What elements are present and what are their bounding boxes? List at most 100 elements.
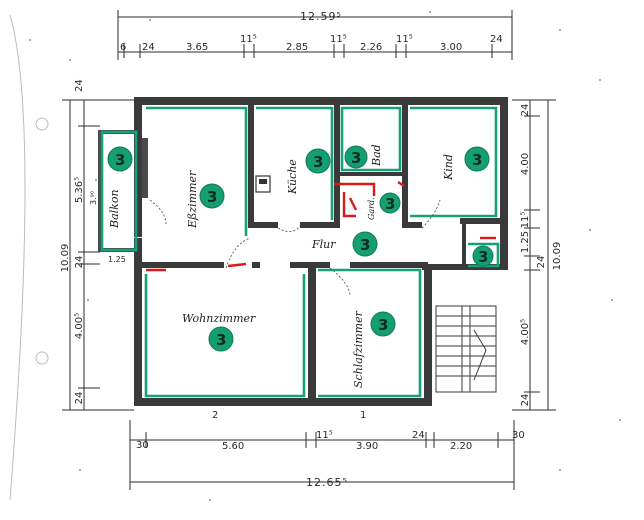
room-label-schlafzimmer: Schlafzimmer [352,310,365,388]
wall-kueche-bottom-left [248,222,278,228]
dim-left-2: 5.36⁵ [74,177,85,203]
dim-top-seg-1: 6 [120,42,126,53]
room-labels: Balkon Eßzimmer Küche Bad Kind Gard. Flu… [108,144,455,388]
dim-top-total: 12.59⁵ [300,10,342,23]
dim-right-3: 11⁵ [520,212,531,229]
red-mark-wohn-mid [227,262,247,268]
dim-bottom-marker-2: 2 [212,410,218,421]
red-mark-bath-2 [342,192,356,218]
room-label-garderobe: Gard. [367,197,376,220]
wall-east-upper [500,97,508,269]
room-label-bad: Bad [370,144,383,167]
badge-balkon: 3 [107,146,133,172]
door-schlafzimmer [329,267,351,297]
outline-esszimmer [146,106,248,236]
door-kind [421,199,441,229]
dim-left-1: 24 [74,79,85,92]
badge-flur: 3 [352,231,378,257]
dim-right-4: 1.25 [520,231,531,253]
dim-top-seg-6: 11⁵ [330,34,347,45]
badge-bad-label: 3 [351,149,361,167]
room-label-wohnzimmer: Wohnzimmer [182,312,256,325]
bottom-dimensions: 2 1 30 5.60 11⁵ 3.90 24 2.20 30 12.65⁵ [129,410,525,490]
red-mark-bath-1 [334,182,376,196]
badge-kind: 3 [464,146,490,172]
wall-north [134,97,508,105]
door-kueche [277,225,301,232]
door-wohnzimmer [225,237,251,269]
wall-wohn-top-mid [252,262,260,268]
dim-right-5: 24 [536,256,547,269]
red-mark-kind [397,181,405,187]
badge-esszimmer-label: 3 [207,188,217,206]
binder-holes [9,14,49,501]
wall-west-upper [134,97,142,237]
binder-hole-top [35,117,49,131]
dim-top-seg-4: 11⁵ [240,34,257,45]
badge-flur-label: 3 [360,236,370,254]
dim-bottom-seg-5: 24 [412,430,425,441]
dim-left-6: 4.00⁵ [74,313,85,339]
wall-ess-kueche [248,105,254,225]
badge-kueche-label: 3 [313,153,323,171]
outline-schlafzimmer [318,268,422,398]
dim-left-3: 3.⁹⁰ [89,191,98,205]
dim-top-seg-10: 24 [490,34,503,45]
dim-top-seg-2: 24 [142,42,155,53]
wall-west-lower [134,238,142,406]
room-label-kind: Kind [442,154,455,181]
wall-balcony-west [98,130,102,252]
dim-left-total: 10.09 [60,244,71,273]
green-outlines [100,106,500,398]
dim-bottom-seg-1: 30 [136,440,149,451]
room-label-balkon: Balkon [108,189,121,229]
wall-wohn-schlaf [308,262,316,402]
wall-kueche-bad [334,105,340,225]
dim-top-seg-7: 2.26 [360,42,382,53]
room-label-kueche: Küche [286,159,299,195]
badge-kueche: 3 [305,148,331,174]
room-label-esszimmer: Eßzimmer [186,170,199,229]
wall-south [134,398,430,406]
doors [149,199,441,297]
binder-hole-bottom [35,351,49,365]
outline-kind [410,106,498,218]
badge-small-room: 3 [472,245,494,267]
outline-bad [340,106,402,172]
wall-kind-bottom-right [460,218,500,224]
outline-wohnzimmer [144,274,306,398]
dim-top-seg-8: 11⁵ [396,34,413,45]
stair-arrow [473,329,487,381]
dim-bottom-seg-2: 5.60 [222,441,244,452]
badges: 3 3 3 3 3 3 3 3 [107,145,494,352]
wall-kueche-bottom-right [300,222,340,228]
badge-garderobe-label: 3 [385,195,395,213]
dim-bottom-seg-7: 30 [512,430,525,441]
dim-top-seg-9: 3.00 [440,42,462,53]
badge-wohnzimmer-label: 3 [216,331,226,349]
dim-bottom-total: 12.65⁵ [306,476,348,489]
dim-bottom-seg-6: 2.20 [450,441,472,452]
dim-bottom-marker-1: 1 [360,410,366,421]
right-dimensions: 10.09 24 4.00 11⁵ 1.25 24 4.00⁵ 24 [512,99,563,411]
badge-garderobe: 3 [379,192,401,214]
badge-wohnzimmer: 3 [208,326,234,352]
badge-schlafzimmer: 3 [370,311,396,337]
outline-kueche [256,106,334,220]
dim-right-2: 4.00 [520,153,531,175]
staircase-frame [435,305,497,393]
outline-balkon [100,130,138,252]
door-balkon [149,199,167,225]
wall-wohn-top-left [142,262,224,268]
room-label-flur: Flur [311,238,336,251]
wall-stair-west [424,264,432,406]
kitchen-stove-icon [255,175,271,193]
staircase [435,305,497,393]
badge-bad: 3 [344,145,368,169]
dim-bottom-seg-3: 11⁵ [316,430,333,441]
left-dimensions: 10.09 24 5.36⁵ 3.⁹⁰ 24 1.25 4.00⁵ 24 [60,79,134,411]
badge-kind-label: 3 [472,151,482,169]
wall-bad-bottom [340,172,402,176]
dim-left-7: 24 [74,392,85,405]
